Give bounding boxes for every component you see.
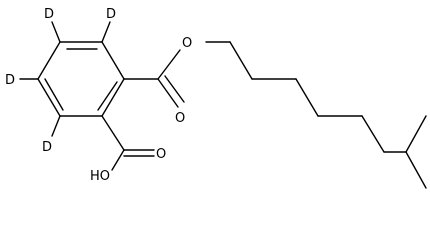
molecule-drawing: D D D D O O O HO	[5, 7, 427, 189]
chain-bond	[405, 151, 427, 189]
atom-label-o: O	[182, 36, 192, 51]
ring-bond	[101, 41, 125, 80]
ring-bond	[37, 78, 61, 117]
chain-bond	[229, 41, 253, 80]
structure-diagram: D D D D O O O HO	[5, 7, 427, 189]
d-bond-bottom-left	[51, 115, 61, 137]
atom-label-d: D	[5, 73, 15, 88]
ester-carbonyl-bond	[157, 78, 179, 108]
chain-bond	[295, 78, 319, 117]
d-bond-top-left	[51, 21, 61, 43]
atom-label-d: D	[44, 7, 54, 22]
atom-label-o: O	[175, 111, 185, 126]
ester-carbonyl-bond-2	[164, 75, 185, 103]
atom-label-d: D	[106, 7, 116, 22]
d-bond-top-right	[101, 21, 111, 43]
chain-bond	[361, 115, 385, 153]
atom-label-o: O	[156, 147, 166, 162]
atom-label-ho: HO	[90, 169, 110, 184]
alkyl-chain	[205, 41, 427, 189]
acid-c-bond	[101, 115, 125, 151]
acid-oh-bond	[111, 149, 125, 171]
ring-bond	[101, 78, 125, 117]
benzene-ring	[37, 41, 125, 117]
ring-double-bond	[97, 81, 118, 111]
ester-o-bond	[157, 49, 181, 80]
chain-bond	[405, 115, 427, 153]
ring-double-bond	[44, 78, 64, 111]
ring-bond	[37, 41, 61, 80]
atom-label-d: D	[42, 140, 52, 155]
